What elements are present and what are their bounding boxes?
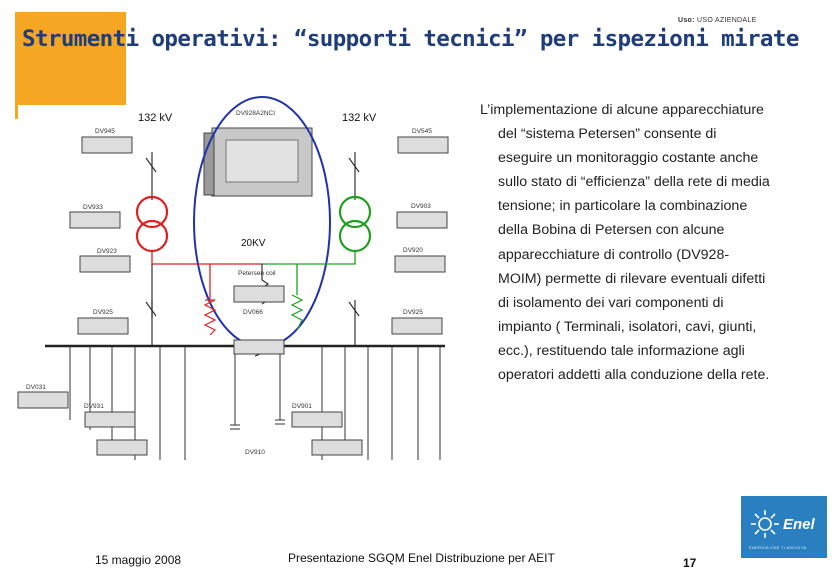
device-dv545-icon: DV545 bbox=[397, 128, 449, 154]
body-line: L’implementazione di alcune apparecchiat… bbox=[480, 102, 764, 118]
svg-text:DV901: DV901 bbox=[292, 403, 312, 410]
transformer-left-icon bbox=[135, 195, 169, 253]
device-dv901-icon: DV901 bbox=[291, 403, 343, 428]
label-petersen: Petersen coil bbox=[238, 270, 276, 277]
network-diagram: 132 kV 132 kV DV928A2NCI 20KV Petersen c… bbox=[17, 96, 449, 460]
usage-classification: Uso: USO AZIENDALE bbox=[678, 17, 757, 24]
body-line: della Bobina di Petersen con alcune bbox=[498, 222, 725, 239]
body-line: sullo stato di “efficienza” della rete d… bbox=[498, 174, 770, 191]
svg-text:DV545: DV545 bbox=[412, 128, 432, 135]
label-132kv-right: 132 kV bbox=[342, 112, 377, 124]
svg-text:DV931: DV931 bbox=[84, 403, 104, 410]
orange-accent-block bbox=[15, 12, 126, 105]
device-dv945-icon: DV945 bbox=[81, 128, 133, 154]
logo-name: Enel bbox=[783, 516, 815, 533]
footer-date: 15 maggio 2008 bbox=[95, 553, 182, 567]
device-dv923-icon: DV923 bbox=[79, 248, 131, 273]
device-dv925-left-icon: DV925 bbox=[77, 309, 129, 335]
enel-logo: Enel ENERGIA CHE TI ASCOLTA bbox=[741, 496, 827, 558]
transformer-right-icon bbox=[338, 195, 372, 253]
body-line: MOIM) permette di rilevare eventuali dif… bbox=[498, 270, 766, 287]
label-dv910: DV910 bbox=[245, 449, 265, 456]
svg-text:DV933: DV933 bbox=[83, 204, 103, 211]
page-number: 17 bbox=[683, 556, 697, 570]
body-line: apparecchiature di controllo (DV928- bbox=[498, 246, 730, 263]
svg-text:DV945: DV945 bbox=[95, 128, 115, 135]
body-line: tensione; in particolare la combinazione bbox=[498, 198, 748, 215]
body-line: del “sistema Petersen” consente di bbox=[498, 126, 717, 143]
label-dv928: DV928A2NCI bbox=[236, 110, 275, 117]
label-20kv: 20KV bbox=[241, 238, 266, 249]
svg-text:DV920: DV920 bbox=[403, 247, 423, 254]
svg-text:DV925: DV925 bbox=[93, 309, 113, 316]
device-feeder-2-icon bbox=[96, 439, 148, 456]
device-dv066-icon: DV066 bbox=[233, 309, 285, 355]
orange-accent-line bbox=[15, 105, 18, 119]
capacitors-icon bbox=[230, 419, 285, 430]
enel-sun-icon bbox=[751, 510, 779, 538]
body-line: impianto ( Terminali, isolatori, cavi, g… bbox=[498, 318, 757, 335]
footer-presentation: Presentazione SGQM Enel Distribuzione pe… bbox=[288, 551, 555, 565]
body-paragraph: L’implementazione di alcune apparecchiat… bbox=[480, 98, 820, 387]
device-center-upper-icon bbox=[233, 285, 285, 303]
device-dv933-icon: DV933 bbox=[69, 204, 121, 229]
device-dv925-right-icon: DV925 bbox=[391, 309, 443, 335]
body-line: ecc.), restituendo tale informazione agl… bbox=[498, 342, 745, 359]
svg-text:DV903: DV903 bbox=[411, 203, 431, 210]
device-feeder-r2-icon bbox=[311, 439, 363, 456]
label-132kv-left: 132 kV bbox=[138, 112, 173, 124]
device-dv931-icon: DV931 bbox=[84, 403, 136, 428]
body-line: di isolamento dei vari componenti di bbox=[498, 294, 724, 311]
body-line: eseguire un monitoraggio costante anche bbox=[498, 150, 759, 167]
svg-text:DV066: DV066 bbox=[243, 309, 263, 316]
device-dv903-icon: DV903 bbox=[396, 203, 448, 229]
dv928-cabinet-icon bbox=[203, 127, 313, 197]
feeders bbox=[69, 346, 441, 460]
svg-text:DV031: DV031 bbox=[26, 384, 46, 391]
svg-text:DV923: DV923 bbox=[97, 248, 117, 255]
device-dv920-icon: DV920 bbox=[394, 247, 446, 273]
device-dv031-icon: DV031 bbox=[17, 384, 69, 409]
body-line: operatori addetti alla conduzione della … bbox=[498, 367, 770, 384]
logo-tagline: ENERGIA CHE TI ASCOLTA bbox=[749, 545, 807, 550]
svg-text:DV925: DV925 bbox=[403, 309, 423, 316]
page-title: Strumenti operativi: “supporti tecnici” … bbox=[22, 26, 799, 52]
